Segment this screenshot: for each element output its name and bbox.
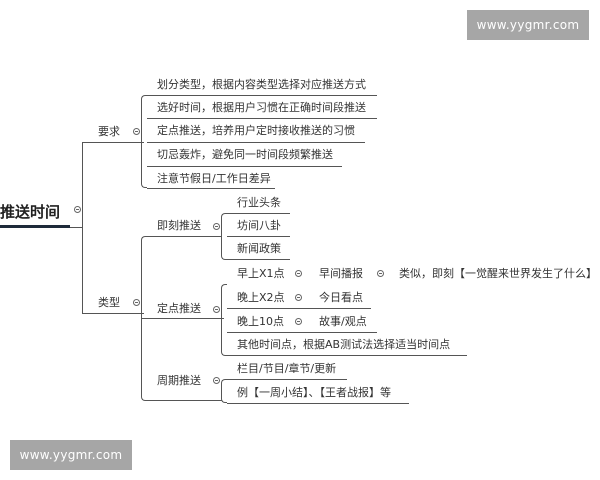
leaf-node[interactable]: 坊间八卦 xyxy=(237,219,281,232)
connector xyxy=(141,318,224,319)
collapse-toggle-icon[interactable] xyxy=(213,377,220,384)
leaf-node[interactable]: 早上X1点 xyxy=(237,267,285,280)
node-underline xyxy=(227,403,409,404)
sub-branch-node-scheduled[interactable]: 定点推送 xyxy=(157,302,201,315)
sub-branch-node-instant[interactable]: 即刻推送 xyxy=(157,219,201,232)
watermark-top-right: www.yygmr.com xyxy=(467,10,589,40)
leaf-node[interactable]: 早间播报 xyxy=(319,267,363,280)
node-underline xyxy=(227,355,467,356)
leaf-node[interactable]: 切忌轰炸，避免同一时间段频繁推送 xyxy=(157,148,333,161)
collapse-toggle-icon[interactable] xyxy=(133,128,140,135)
branch-node-types[interactable]: 类型 xyxy=(98,296,120,309)
leaf-node[interactable]: 晚上X2点 xyxy=(237,291,285,304)
node-underline xyxy=(227,308,371,309)
collapse-toggle-icon[interactable] xyxy=(295,270,302,277)
node-underline xyxy=(147,142,365,143)
bracket-connector xyxy=(141,95,147,188)
connector xyxy=(82,313,144,314)
node-underline xyxy=(147,118,377,119)
collapse-toggle-icon[interactable] xyxy=(377,270,384,277)
bracket-connector xyxy=(221,284,227,356)
leaf-node[interactable]: 选好时间，根据用户习惯在正确时间段推送 xyxy=(157,101,366,114)
bracket-connector xyxy=(221,213,227,260)
root-underline xyxy=(0,225,70,228)
leaf-node[interactable]: 注意节假日/工作日差异 xyxy=(157,172,271,185)
leaf-node[interactable]: 今日看点 xyxy=(319,291,363,304)
node-underline xyxy=(147,95,377,96)
leaf-node[interactable]: 栏目/节目/章节/更新 xyxy=(237,362,337,375)
leaf-node[interactable]: 例【一周小结】、【王者战报】等 xyxy=(237,386,391,399)
collapse-toggle-icon[interactable] xyxy=(295,318,302,325)
leaf-node[interactable]: 行业头条 xyxy=(237,196,281,209)
branch-node-requirements[interactable]: 要求 xyxy=(98,125,120,138)
leaf-node[interactable]: 故事/观点 xyxy=(319,315,367,328)
sub-branch-node-periodic[interactable]: 周期推送 xyxy=(157,374,201,387)
collapse-toggle-icon[interactable] xyxy=(213,306,220,313)
node-underline xyxy=(147,166,342,167)
node-underline xyxy=(227,213,290,214)
watermark-bottom-left: www.yygmr.com xyxy=(10,440,132,470)
leaf-node[interactable]: 新闻政策 xyxy=(237,242,281,255)
node-underline xyxy=(227,379,347,380)
root-node[interactable]: 推送时间 xyxy=(0,203,61,221)
node-underline xyxy=(147,400,222,401)
node-underline xyxy=(227,332,377,333)
leaf-node[interactable]: 其他时间点，根据AB测试法选择适当时间点 xyxy=(237,338,451,351)
node-underline xyxy=(147,236,222,237)
collapse-toggle-icon[interactable] xyxy=(133,299,140,306)
leaf-node[interactable]: 晚上10点 xyxy=(237,315,284,328)
collapse-toggle-icon[interactable] xyxy=(295,294,302,301)
collapse-toggle-icon[interactable] xyxy=(213,223,220,230)
leaf-node[interactable]: 划分类型，根据内容类型选择对应推送方式 xyxy=(157,78,366,91)
node-underline xyxy=(147,188,275,189)
bracket-connector xyxy=(221,379,227,403)
connector xyxy=(82,142,83,314)
node-underline xyxy=(227,259,290,260)
connector xyxy=(82,142,144,143)
node-underline xyxy=(227,236,290,237)
collapse-toggle-icon[interactable] xyxy=(74,206,81,213)
leaf-node[interactable]: 类似，即刻【一觉醒来世界发生了什么】 xyxy=(399,267,597,280)
connector xyxy=(70,227,82,228)
leaf-node[interactable]: 定点推送，培养用户定时接收推送的习惯 xyxy=(157,124,355,137)
